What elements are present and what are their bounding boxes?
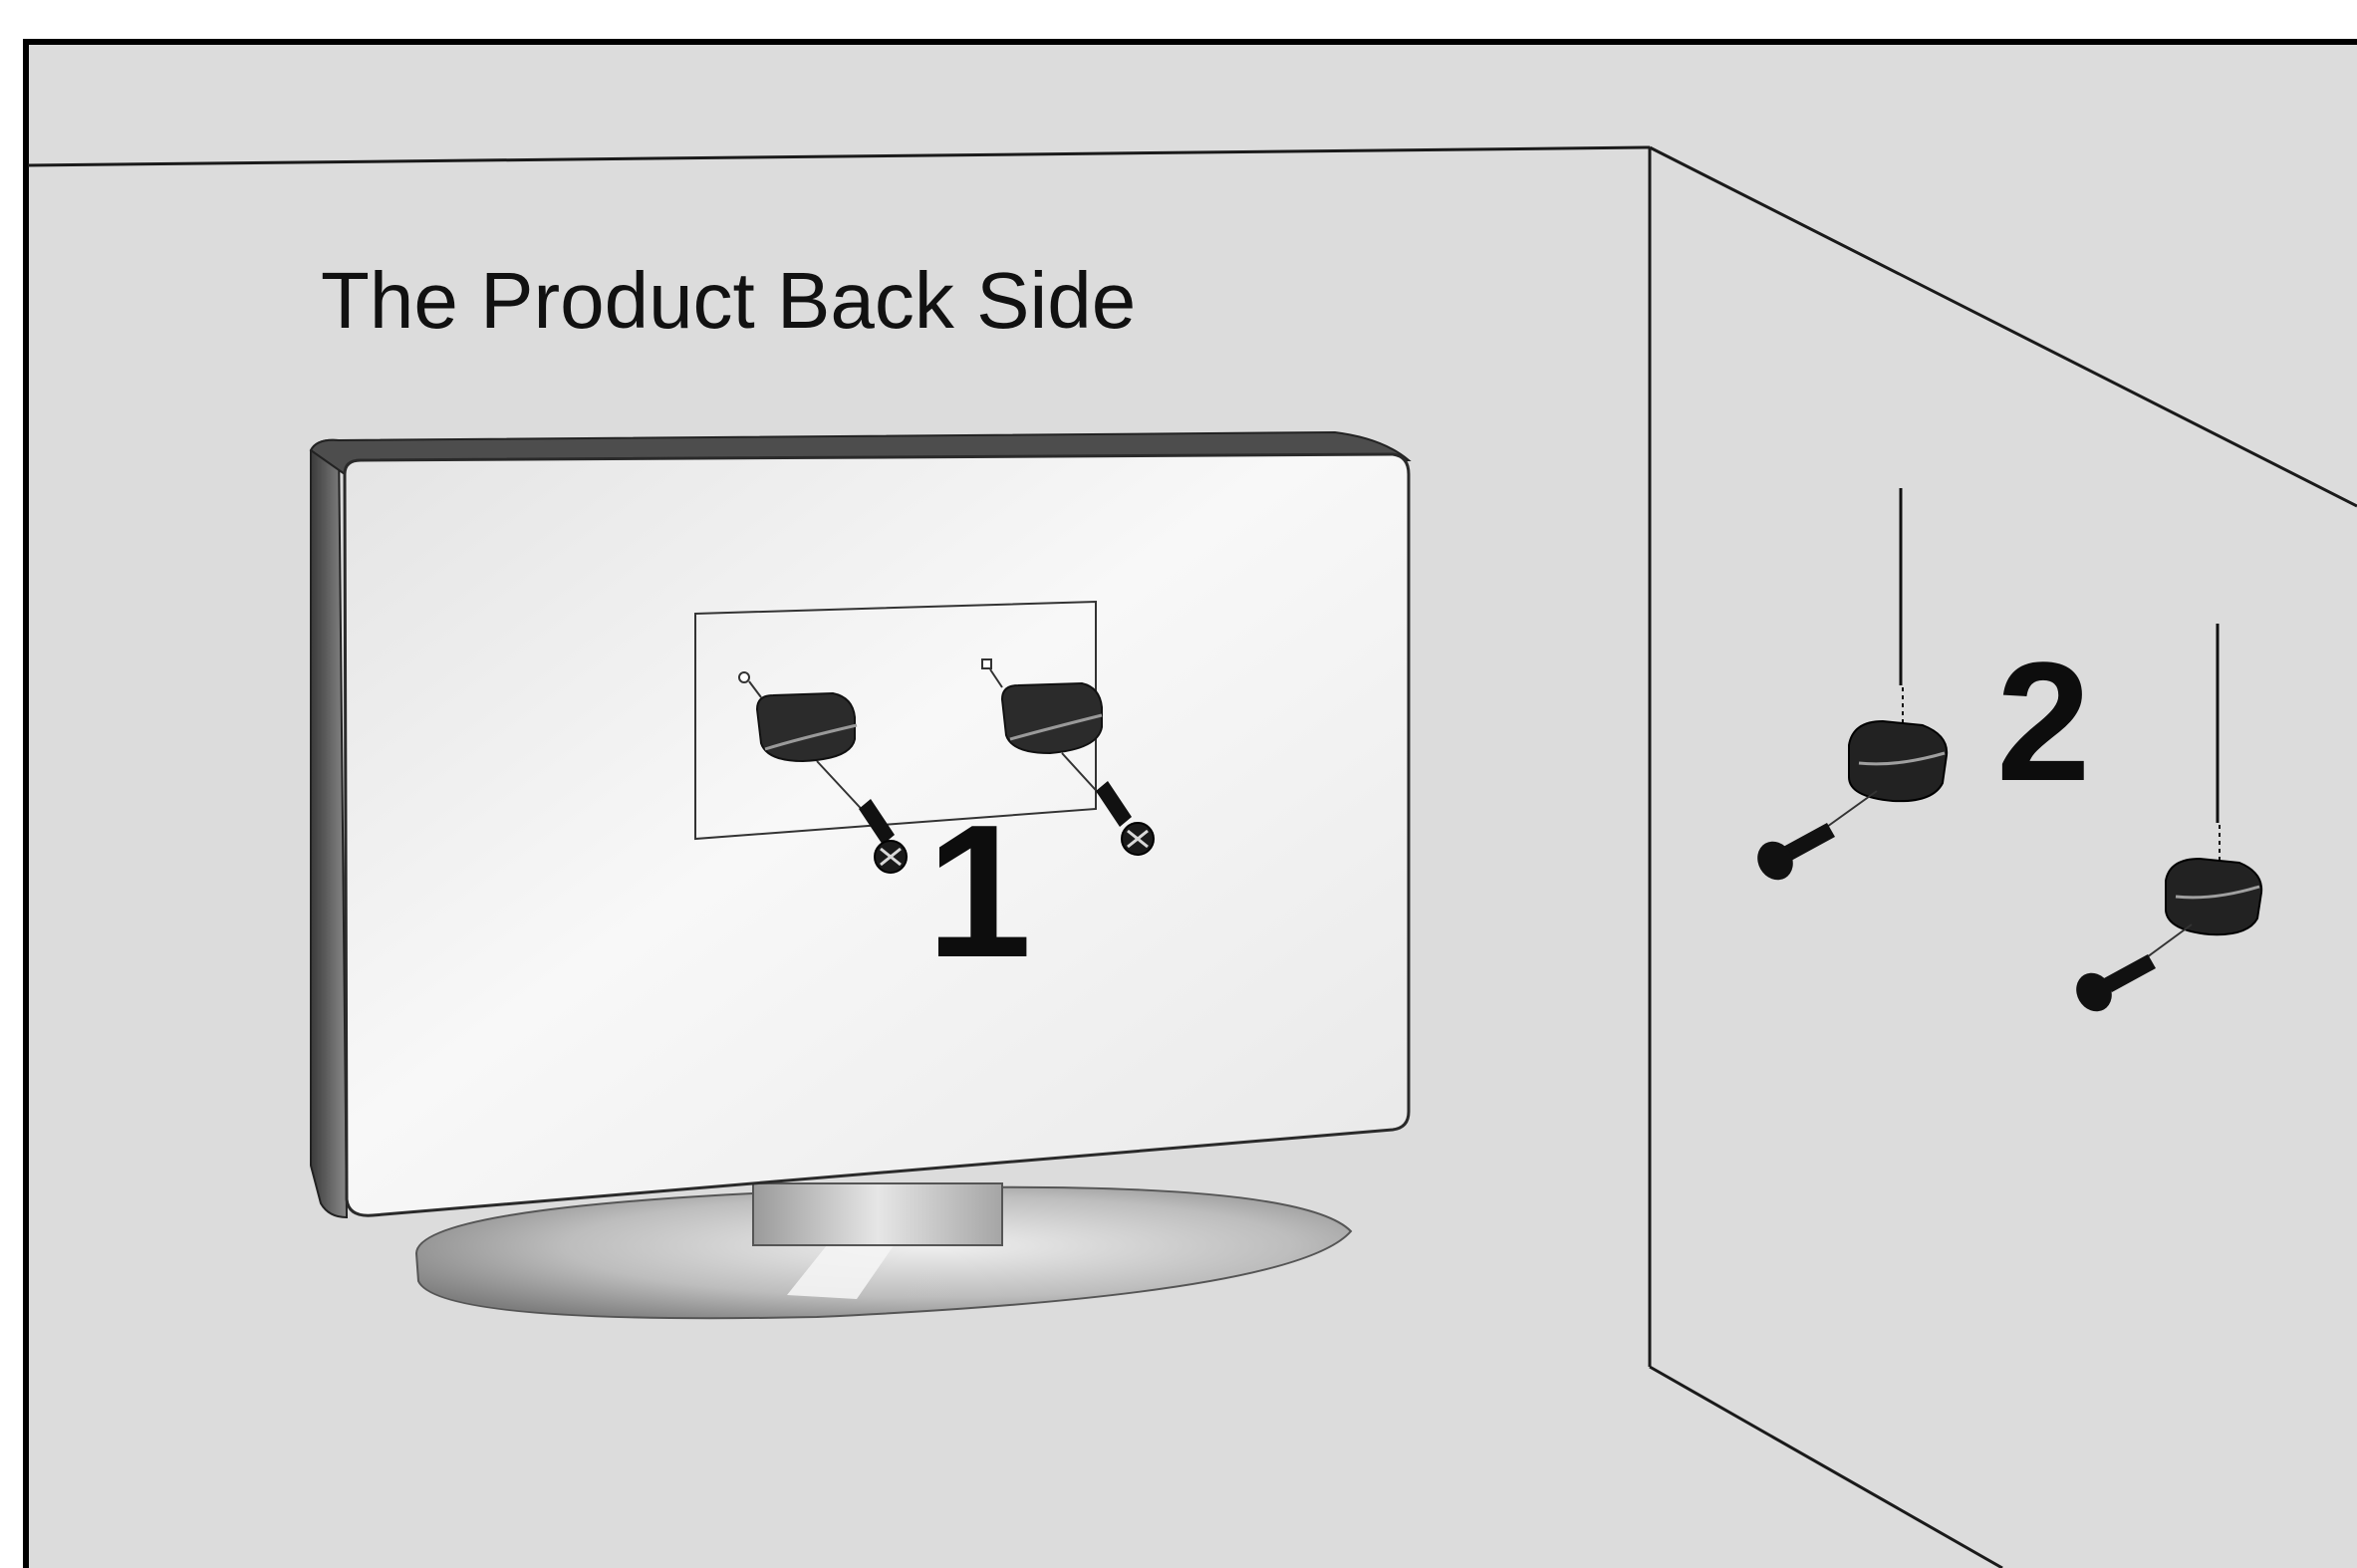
step-1-label: 1 (926, 797, 1032, 986)
tv-back-icon (311, 432, 1409, 1217)
diagram-caption: The Product Back Side (321, 261, 1136, 341)
step-2-label: 2 (1996, 638, 2091, 807)
